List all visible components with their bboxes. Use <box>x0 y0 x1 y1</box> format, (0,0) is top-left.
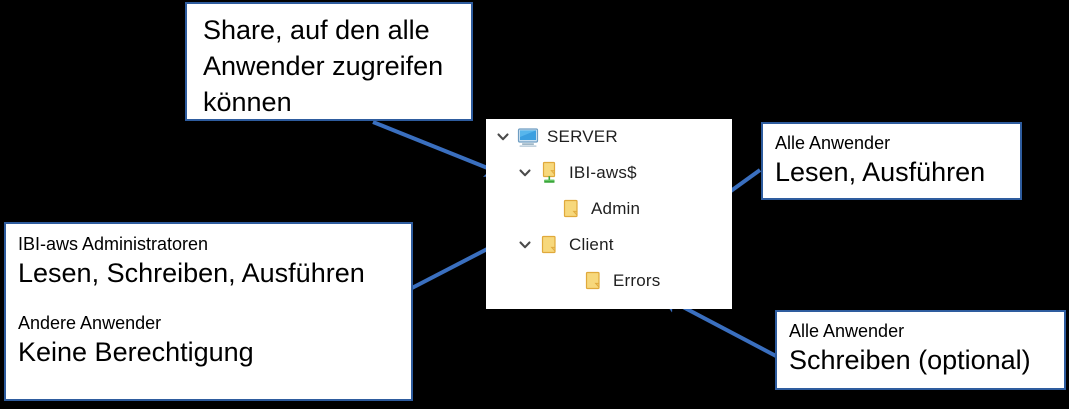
folder-icon <box>582 269 606 293</box>
callout-righttop-title: Alle Anwender <box>775 133 891 153</box>
tree-label-ibi-aws-share: IBI-aws$ <box>569 163 637 182</box>
tree-label-server: SERVER <box>547 127 618 146</box>
tree-row-errors[interactable]: Errors <box>486 263 732 299</box>
callout-righttop-rights: Lesen, Ausführen <box>775 157 986 187</box>
callout-share-access-text: Share, auf den alle Anwender zugreifen k… <box>203 15 444 117</box>
tree-label-errors: Errors <box>613 271 661 290</box>
shared-folder-icon <box>538 161 562 185</box>
tree-label-admin: Admin <box>591 199 641 218</box>
tree-row-ibi-aws-share[interactable]: IBI-aws$ <box>486 155 732 191</box>
chevron-down-icon[interactable] <box>514 234 536 256</box>
folder-tree-panel: SERVER IBI-aws$ <box>486 119 732 309</box>
callout-share-access: Share, auf den alle Anwender zugreifen k… <box>185 2 473 121</box>
arrow-top-to-share <box>372 120 506 177</box>
callout-admin-permissions: IBI-aws Administratoren Lesen, Schreiben… <box>4 222 413 401</box>
folder-icon <box>560 197 584 221</box>
callout-all-users-read-execute: Alle Anwender Lesen, Ausführen <box>761 122 1022 200</box>
callout-rightbottom-title: Alle Anwender <box>789 321 905 341</box>
folder-icon <box>538 233 562 257</box>
tree-row-admin[interactable]: Admin <box>486 191 732 227</box>
monitor-icon <box>516 125 540 149</box>
callout-rightbottom-rights: Schreiben (optional) <box>789 345 1031 375</box>
callout-left-group2-title: Andere Anwender <box>18 313 162 333</box>
chevron-down-icon[interactable] <box>514 162 536 184</box>
tree-label-client: Client <box>569 235 614 254</box>
tree-row-server[interactable]: SERVER <box>486 119 732 155</box>
callout-all-users-write-optional: Alle Anwender Schreiben (optional) <box>775 310 1066 390</box>
callout-left-spacer <box>18 291 401 311</box>
tree-row-client[interactable]: Client <box>486 227 732 263</box>
callout-left-group1-rights: Lesen, Schreiben, Ausführen <box>18 258 365 288</box>
callout-left-group1-title: IBI-aws Administratoren <box>18 234 209 254</box>
callout-left-group2-rights: Keine Berechtigung <box>18 337 254 367</box>
chevron-down-icon[interactable] <box>492 126 514 148</box>
